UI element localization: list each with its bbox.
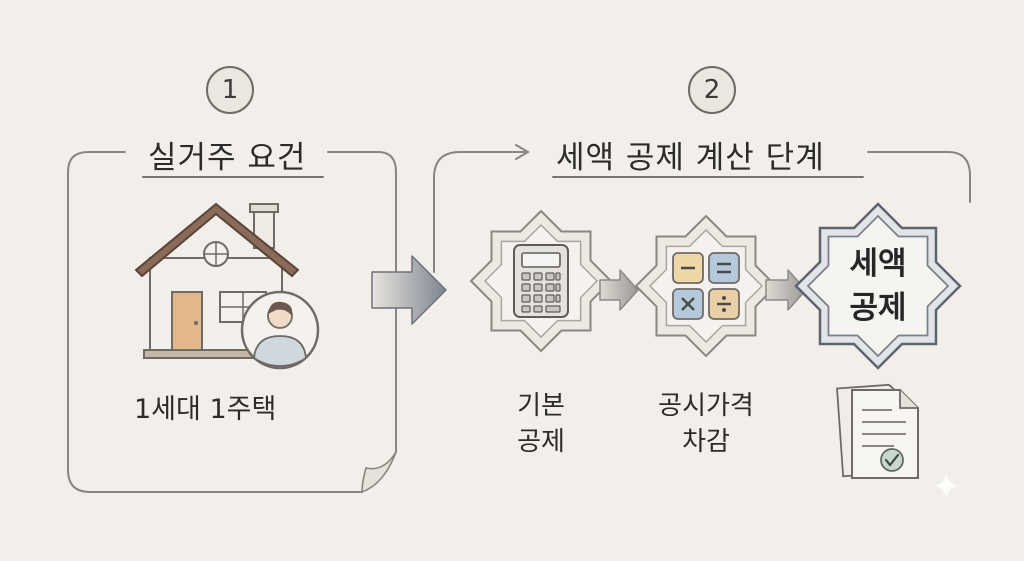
frame-arrowhead: [515, 144, 530, 160]
stage1-label-line1: 기본: [517, 391, 565, 421]
step1-title: 실거주 요건: [148, 140, 307, 176]
step2-number: 2: [703, 75, 721, 105]
step1-title-underline: [142, 176, 324, 178]
final-badge: [794, 202, 962, 370]
step1-number-badge: 1: [206, 66, 254, 114]
step2-frame-right: [867, 151, 971, 203]
step2-title: 세액 공제 계산 단계: [556, 140, 825, 176]
stage1-label-line2: 공제: [517, 427, 565, 457]
stage-badge-basic-deduction: [469, 209, 613, 353]
stage2-label: 공시가격 차감: [636, 388, 776, 460]
stage3-label-line1: 세액: [849, 246, 907, 282]
page-curl: [361, 451, 397, 494]
stage3-label: 세액 공제: [828, 242, 928, 330]
step2-title-underline: [552, 176, 864, 178]
sparkle-icon: [934, 474, 958, 498]
stage2-label-line1: 공시가격: [658, 391, 754, 421]
transition-arrow: [371, 255, 447, 325]
step2-number-badge: 2: [688, 66, 736, 114]
stage2-label-line2: 차감: [682, 427, 730, 457]
stage-badge-official-price: [634, 214, 778, 358]
flow-arrow-2: [765, 269, 807, 311]
stage3-label-line2: 공제: [849, 290, 907, 326]
step1-frame-right: [327, 151, 397, 453]
step1-number: 1: [221, 75, 239, 105]
person-avatar-icon: [240, 290, 320, 370]
flow-arrow-1: [599, 269, 639, 311]
math-operators-icon: [672, 252, 740, 320]
step2-frame-left: [433, 151, 527, 273]
stage1-label: 기본 공제: [491, 388, 591, 460]
step1-caption: 1세대 1주택: [134, 394, 277, 425]
calculator-icon: [513, 244, 569, 318]
document-check-icon: [836, 383, 919, 479]
step1-frame: [67, 151, 363, 493]
